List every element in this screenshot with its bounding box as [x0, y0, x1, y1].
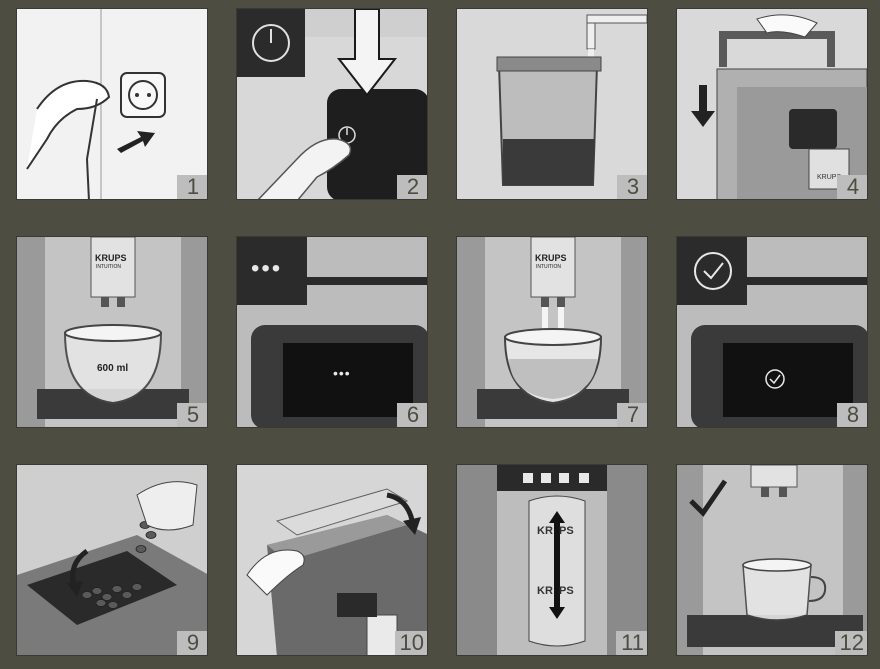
brand-sublabel: INTUITION: [96, 264, 121, 270]
step-1-panel: 1: [16, 8, 208, 200]
power-button-illustration: [237, 9, 428, 200]
bowl-volume-label: 600 ml: [97, 363, 128, 374]
plug-socket-illustration: [17, 9, 208, 200]
step-number: 1: [177, 175, 207, 199]
adjust-spout-illustration: [457, 465, 648, 656]
step-number: 3: [617, 175, 647, 199]
close-lid-illustration: [237, 465, 428, 656]
step-number: 8: [837, 403, 867, 427]
add-beans-illustration: [17, 465, 208, 656]
step-number: 7: [617, 403, 647, 427]
screen-dots: •••: [333, 365, 351, 381]
done-screen-illustration: [677, 237, 868, 428]
step-number: 2: [397, 175, 427, 199]
brand-sublabel: INTUITION: [536, 264, 561, 270]
step-2-panel: 2: [236, 8, 428, 200]
icon-dots: •••: [251, 255, 282, 283]
step-8-panel: 8: [676, 236, 868, 428]
brand-label: KRUPS: [535, 253, 567, 263]
step-5-panel: KRUPS INTUITION 600 ml 5: [16, 236, 208, 428]
step-10-panel: 10: [236, 464, 428, 656]
step-number: 10: [395, 631, 427, 655]
water-tank-illustration: [457, 9, 648, 200]
step-number: 9: [177, 631, 207, 655]
step-11-panel: KR PS KR PS 11: [456, 464, 648, 656]
step-6-panel: ••• ••• 6: [236, 236, 428, 428]
cup-ready-illustration: [677, 465, 868, 656]
step-number: 5: [177, 403, 207, 427]
step-7-panel: KRUPS INTUITION 7: [456, 236, 648, 428]
step-3-panel: 3: [456, 8, 648, 200]
brand-label-top: KR PS: [537, 525, 574, 537]
step-number: 4: [837, 175, 867, 199]
step-9-panel: 9: [16, 464, 208, 656]
step-number: 11: [616, 631, 647, 655]
insert-tank-illustration: KRUPS: [677, 9, 868, 200]
step-12-panel: 12: [676, 464, 868, 656]
step-number: 12: [835, 631, 867, 655]
brand-label: KRUPS: [95, 253, 127, 263]
step-4-panel: KRUPS 4: [676, 8, 868, 200]
step-number: 6: [397, 403, 427, 427]
brand-label-bottom: KR PS: [537, 585, 574, 597]
